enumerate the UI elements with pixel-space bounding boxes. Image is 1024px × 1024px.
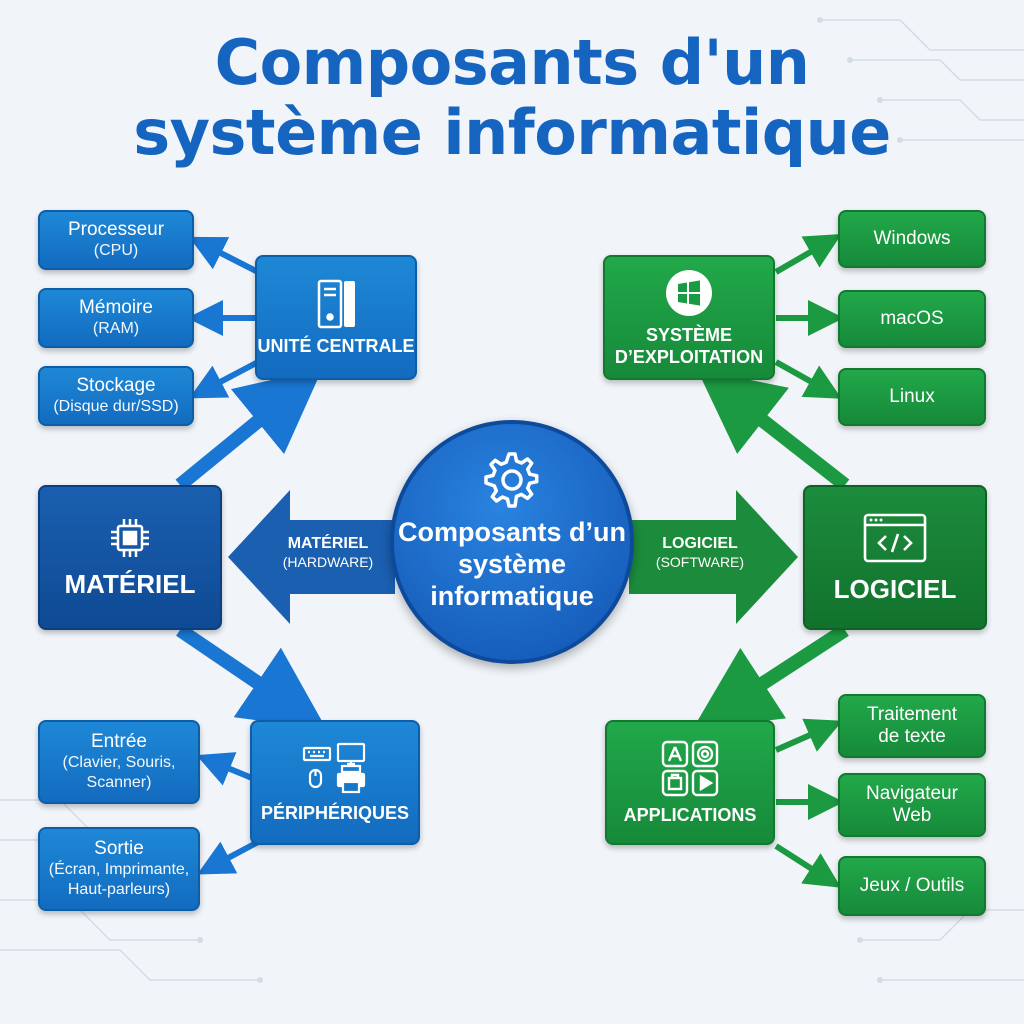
arrow-hardware-to-unit: [175, 368, 323, 491]
input-box: Entrée (Clavier, Souris, Scanner): [38, 720, 200, 804]
central-unit-node: UNITÉ CENTRALE: [255, 255, 417, 380]
arrow-peripherals-to-output: [197, 839, 260, 875]
games-tools-label: Jeux / Outils: [859, 875, 965, 896]
input-label: Entrée: [91, 731, 147, 752]
software-label: LOGICIEL: [833, 573, 957, 604]
output-box: Sortie (Écran, Imprimante, Haut-parleurs…: [38, 827, 200, 911]
software-arrow-label: LOGICIEL (SOFTWARE): [630, 534, 770, 572]
storage-label: Stockage: [76, 375, 156, 396]
center-node: Composants d’un système informatique: [390, 420, 634, 664]
os-label: SYSTÈME D’EXPLOITATION: [614, 324, 764, 367]
text-processing-label: Traitement de texte: [866, 704, 958, 747]
cpu-box: Processeur (CPU): [38, 210, 194, 270]
software-node: LOGICIEL: [803, 485, 987, 630]
applications-node: APPLICATIONS: [605, 720, 775, 845]
input-sub: (Clavier, Souris, Scanner): [62, 754, 176, 791]
computer-tower-icon: [317, 279, 355, 328]
storage-sub: (Disque dur/SSD): [53, 398, 179, 415]
arrow-software-to-apps: [692, 624, 849, 729]
text-processing-box: Traitement de texte: [838, 694, 986, 758]
arrow-os-to-linux: [774, 359, 842, 399]
arrow-apps-to-games: [774, 843, 842, 888]
output-label: Sortie: [94, 838, 144, 859]
arrow-unit-to-cpu: [188, 236, 260, 275]
ram-label: Mémoire: [79, 297, 153, 318]
hardware-label: MATÉRIEL: [64, 568, 196, 599]
chip-icon: [111, 518, 149, 557]
windows-label: Windows: [873, 228, 951, 249]
hardware-big-arrow: [228, 490, 395, 624]
macos-box: macOS: [838, 290, 986, 348]
arrow-hardware-to-peripherals: [176, 624, 327, 730]
code-window-icon: [863, 513, 927, 562]
central-unit-label: UNITÉ CENTRALE: [257, 335, 415, 356]
applications-label: APPLICATIONS: [623, 804, 757, 825]
center-label: Composants d’un système informatique: [398, 517, 626, 611]
gear-icon: [484, 452, 539, 508]
cpu-label: Processeur: [67, 219, 165, 240]
cpu-sub: (CPU): [93, 242, 139, 259]
windows-logo-icon: [666, 269, 712, 316]
hardware-arrow-label: MATÉRIEL (HARDWARE): [258, 534, 398, 572]
arrow-apps-to-text: [774, 718, 843, 753]
storage-box: Stockage (Disque dur/SSD): [38, 366, 194, 426]
os-node: SYSTÈME D’EXPLOITATION: [603, 255, 775, 380]
peripherals-icon: [302, 742, 366, 793]
hardware-arrow-subtitle: (HARDWARE): [282, 554, 374, 570]
linux-label: Linux: [889, 386, 935, 407]
ram-box: Mémoire (RAM): [38, 288, 194, 348]
app-grid-icon: [661, 740, 719, 796]
web-browser-box: Navigateur Web: [838, 773, 986, 837]
hardware-node: MATÉRIEL: [38, 485, 222, 630]
page-title: Composants d'un système informatique: [0, 28, 1024, 168]
games-tools-box: Jeux / Outils: [838, 856, 986, 916]
hardware-arrow-title: MATÉRIEL: [287, 535, 369, 552]
arrow-os-to-windows: [774, 233, 842, 275]
arrow-unit-to-storage: [189, 359, 260, 399]
linux-box: Linux: [838, 368, 986, 426]
title-line-1: Composants d'un: [214, 26, 810, 99]
arrow-peripherals-to-input: [196, 752, 254, 786]
peripherals-label: PÉRIPHÉRIQUES: [260, 802, 410, 823]
ram-sub: (RAM): [92, 320, 140, 337]
windows-box: Windows: [838, 210, 986, 268]
software-arrow-title: LOGICIEL: [662, 535, 738, 552]
software-arrow-subtitle: (SOFTWARE): [655, 554, 745, 570]
web-browser-label: Navigateur Web: [866, 783, 958, 826]
peripherals-node: PÉRIPHÉRIQUES: [250, 720, 420, 845]
arrow-software-to-os: [696, 369, 850, 491]
title-line-2: système informatique: [133, 96, 891, 169]
output-sub: (Écran, Imprimante, Haut-parleurs): [48, 861, 190, 898]
macos-label: macOS: [880, 308, 944, 329]
software-big-arrow: [629, 490, 798, 624]
